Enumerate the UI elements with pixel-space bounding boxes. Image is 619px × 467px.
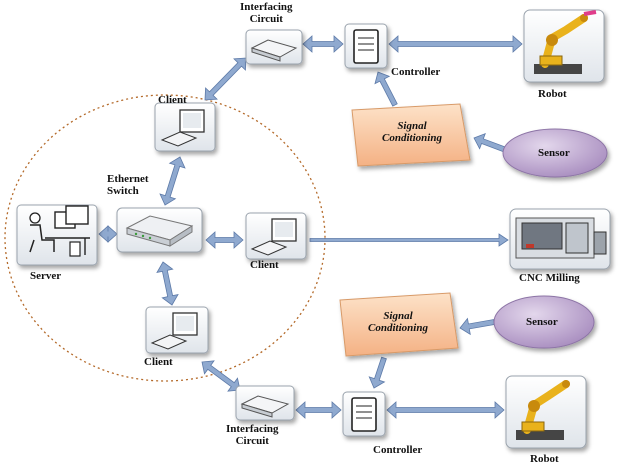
- client-top-icon: [154, 102, 216, 152]
- arrow-server-switch: [98, 225, 118, 243]
- arrow-interfacing-controller-bottom: [295, 401, 342, 419]
- signal-conditioning-bottom-label: Signal Conditioning: [368, 310, 428, 334]
- arrows: [98, 35, 523, 419]
- server-label: Server: [30, 270, 62, 282]
- signal-conditioning-top-label: Signal Conditioning: [382, 120, 442, 144]
- controller-bottom-label: Controller: [373, 444, 423, 456]
- arrow-sensor-signal-top: [473, 132, 508, 153]
- arrow-switch-client-mid: [205, 231, 244, 249]
- ethernet-switch-label: Ethernet Switch: [107, 173, 149, 197]
- client-mid-label: Client: [250, 259, 279, 271]
- interfacing-circuit-bottom-label: Interfacing Circuit: [226, 423, 279, 447]
- interfacing-circuit-bottom-icon: [235, 385, 295, 421]
- interfacing-circuit-top-icon: [245, 29, 303, 65]
- arrow-client-mid-cnc: [309, 233, 509, 247]
- signal-conditioning-top-box: [351, 103, 471, 167]
- sensor-bottom-label: Sensor: [526, 316, 558, 328]
- robot-bottom-icon: [505, 375, 587, 449]
- cnc-milling-icon: [509, 208, 611, 270]
- client-top-label: Client: [158, 94, 187, 106]
- arrow-client-top-interfacing: [204, 57, 247, 101]
- sensor-top-ellipse: [502, 128, 608, 178]
- arrow-signal-controller-bottom: [368, 356, 387, 389]
- arrow-signal-controller-top: [374, 71, 398, 107]
- robot-top-icon: [523, 9, 605, 83]
- controller-bottom-icon: [342, 391, 386, 437]
- ethernet-switch-icon: [116, 207, 203, 253]
- server-icon: [16, 204, 98, 266]
- client-bottom-label: Client: [144, 356, 173, 368]
- arrow-switch-client-bottom: [156, 261, 179, 306]
- client-bottom-icon: [145, 306, 209, 354]
- arrow-sensor-signal-bottom: [459, 317, 495, 336]
- robot-bottom-label: Robot: [530, 453, 559, 465]
- robot-top-label: Robot: [538, 88, 567, 100]
- arrow-controller-robot-bottom: [386, 401, 505, 419]
- controller-top-icon: [344, 23, 388, 69]
- cnc-milling-label: CNC Milling: [519, 272, 580, 284]
- network-boundary: [4, 94, 326, 382]
- signal-conditioning-bottom-box: [339, 292, 459, 357]
- interfacing-circuit-top-label: Interfacing Circuit: [240, 1, 293, 25]
- controller-top-label: Controller: [391, 66, 441, 78]
- arrow-controller-robot-top: [388, 35, 523, 53]
- sensor-top-label: Sensor: [538, 147, 570, 159]
- client-mid-icon: [245, 212, 307, 260]
- sensor-bottom-ellipse: [493, 295, 595, 349]
- arrow-switch-client-top: [159, 156, 186, 206]
- arrow-interfacing-controller-top: [302, 35, 344, 53]
